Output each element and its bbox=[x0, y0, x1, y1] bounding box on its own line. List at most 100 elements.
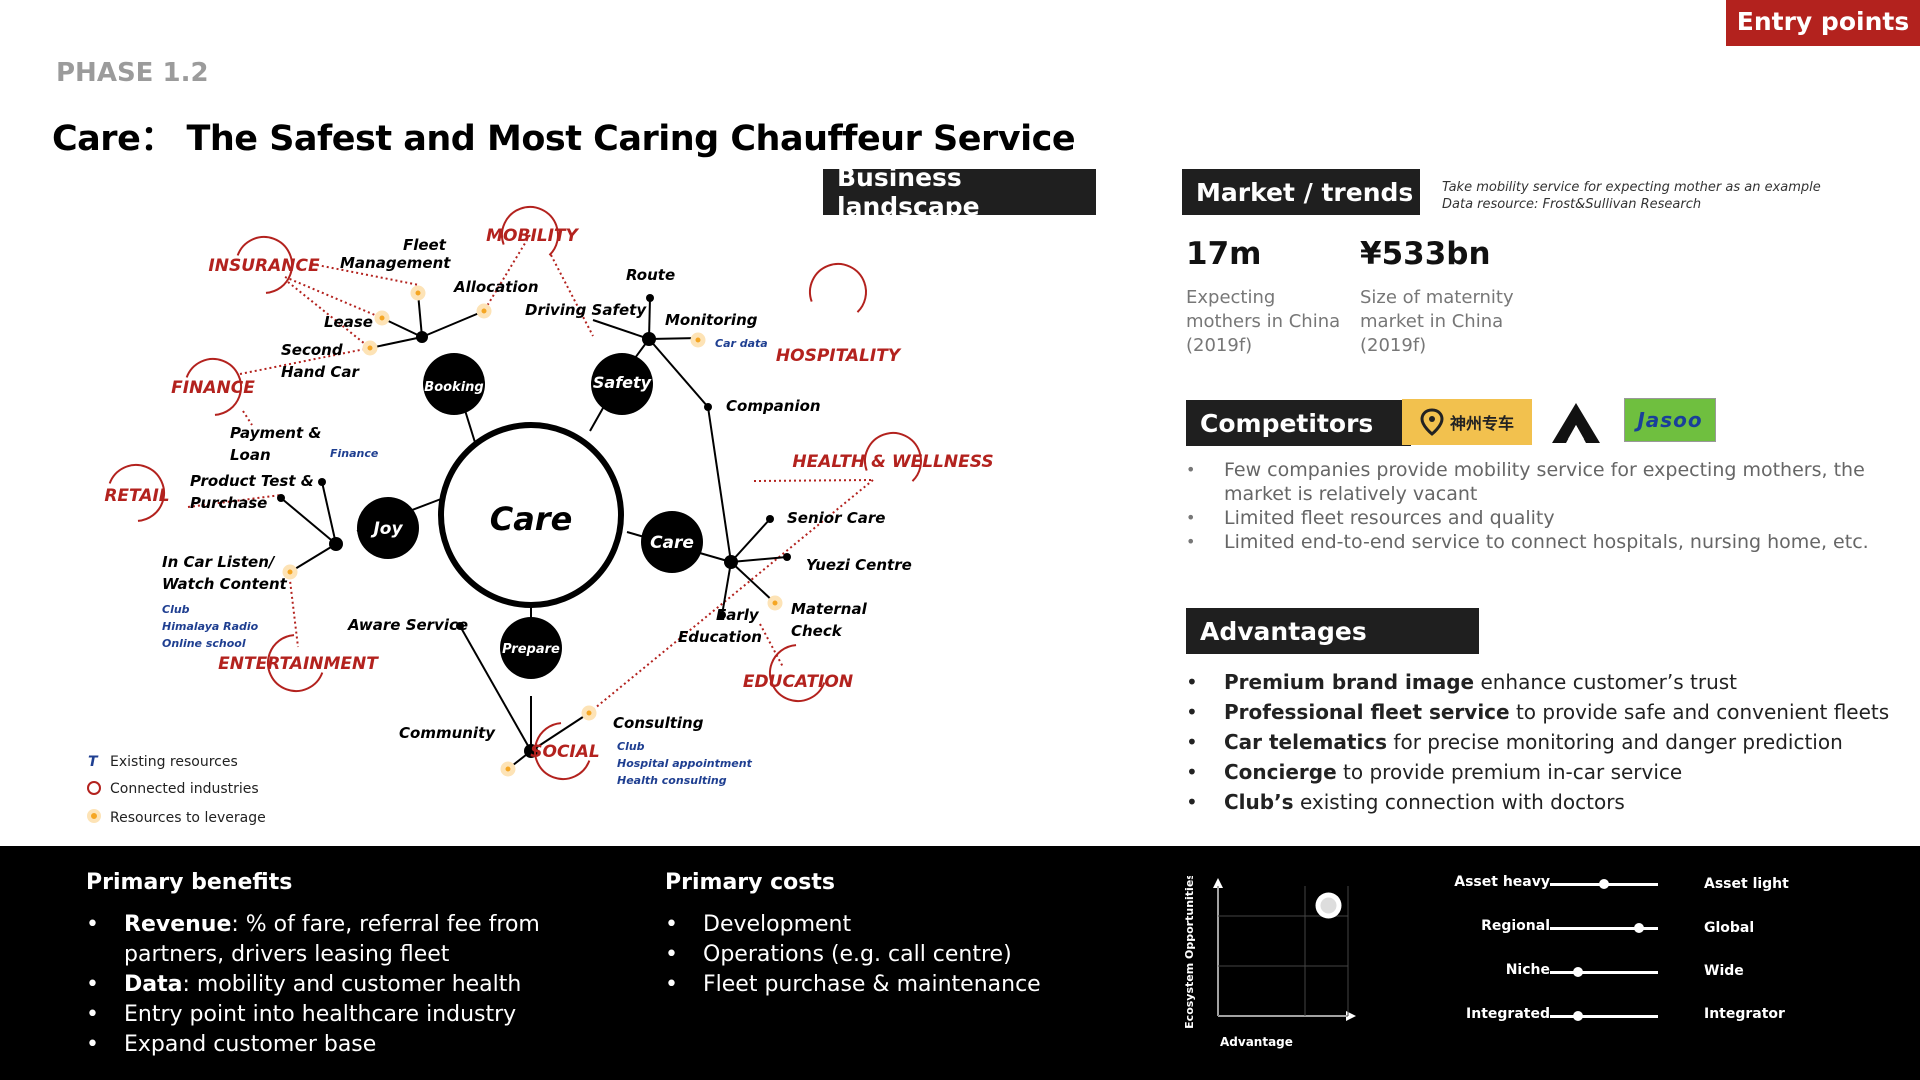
industry-education: EDUCATION bbox=[743, 672, 853, 692]
cost-point: Development bbox=[665, 910, 1085, 940]
label-payment: Payment & bbox=[230, 424, 321, 442]
legend-existing-label: Existing resources bbox=[110, 754, 238, 770]
industry-social: SOCIAL bbox=[530, 742, 600, 762]
legend: T Existing resources Connected industrie… bbox=[87, 754, 266, 826]
slider-integration: Integrated Integrator bbox=[1420, 1002, 1820, 1032]
stat-maternity-market: ¥533bn Size of maternity market in China… bbox=[1360, 236, 1514, 358]
label-community: Community bbox=[399, 724, 496, 742]
label-driving-safety: Driving Safety bbox=[525, 301, 647, 319]
phase-label: PHASE 1.2 bbox=[56, 58, 209, 88]
label-early: Early bbox=[716, 606, 760, 624]
slider-track bbox=[1550, 879, 1658, 889]
slider-reach: Niche Wide bbox=[1420, 958, 1820, 988]
business-landscape-heading: Business landscape bbox=[823, 163, 1096, 221]
leverage-nodes bbox=[282, 285, 783, 777]
advantage-point: Car telematics for precise monitoring an… bbox=[1186, 727, 1906, 757]
slider-track bbox=[1550, 923, 1658, 933]
advantage-point: Concierge to provide premium in-car serv… bbox=[1186, 757, 1906, 787]
cost-point: Fleet purchase & maintenance bbox=[665, 970, 1085, 1000]
label-purchase: Purchase bbox=[190, 494, 267, 512]
competitor-point: Limited fleet resources and quality bbox=[1186, 506, 1906, 530]
label-yuezi-centre: Yuezi Centre bbox=[806, 556, 912, 574]
industry-insurance: INSURANCE bbox=[208, 256, 320, 276]
hub-prepare bbox=[500, 617, 562, 679]
industry-hospitality: HOSPITALITY bbox=[776, 346, 902, 366]
competitor-logo-jasoo-text: Jasoo bbox=[1637, 408, 1703, 432]
benefit-text: : mobility and customer health bbox=[182, 972, 522, 997]
competitors-list: Few companies provide mobility service f… bbox=[1186, 458, 1906, 554]
benefit-text: Expand customer base bbox=[124, 1032, 377, 1057]
advantage-text: to provide premium in-car service bbox=[1336, 760, 1683, 784]
slider-left-label: Integrated bbox=[1466, 1006, 1550, 1022]
industry-connections bbox=[187, 234, 874, 714]
advantage-text: enhance customer’s trust bbox=[1474, 670, 1738, 694]
benefit-bold: Data bbox=[124, 972, 183, 997]
market-trends-heading: Market / trends bbox=[1182, 169, 1420, 215]
resource-club: Club bbox=[162, 603, 190, 616]
positioning-sliders: Asset heavy Asset light Regional Global … bbox=[1420, 870, 1820, 1070]
cost-point: Operations (e.g. call centre) bbox=[665, 940, 1085, 970]
competitor-logo-triangle-icon bbox=[1552, 403, 1600, 443]
slider-right-label: Global bbox=[1704, 920, 1755, 936]
industry-mobility: MOBILITY bbox=[486, 226, 579, 246]
legend-existing-symbol: T bbox=[88, 754, 99, 770]
resource-club-2: Club bbox=[617, 740, 645, 753]
benefit-bold: Revenue bbox=[124, 912, 232, 937]
stat-2-label-2: market in China bbox=[1360, 311, 1504, 332]
industry-finance: FINANCE bbox=[171, 378, 255, 398]
competitor-logo-shenzhou-text: 神州专车 bbox=[1449, 414, 1514, 433]
competitor-point: Limited end-to-end service to connect ho… bbox=[1186, 530, 1906, 554]
competitor-logo-jasoo: Jasoo bbox=[1624, 398, 1716, 442]
hub-joy bbox=[357, 497, 419, 559]
resource-finance: Finance bbox=[330, 447, 379, 460]
bottom-band: Primary benefits Revenue: % of fare, ref… bbox=[0, 846, 1920, 1080]
primary-benefits-heading: Primary benefits bbox=[86, 870, 293, 895]
center-label: Care bbox=[490, 500, 573, 538]
slider-knob bbox=[1573, 1011, 1584, 1021]
label-second: Second bbox=[281, 341, 343, 359]
competitors-heading: Competitors bbox=[1186, 400, 1411, 446]
stat-2-value: ¥533bn bbox=[1360, 236, 1491, 272]
benefit-point: Revenue: % of fare, referral fee from pa… bbox=[86, 910, 646, 970]
advantage-bold: Car telematics bbox=[1224, 730, 1388, 754]
matrix-position-marker-inner bbox=[1320, 897, 1337, 914]
hub-joy-label: Joy bbox=[370, 519, 403, 539]
advantage-bold: Professional fleet service bbox=[1224, 700, 1510, 724]
resource-hospital-appointment: Hospital appointment bbox=[617, 757, 753, 770]
stat-2-label-3: (2019f) bbox=[1360, 335, 1427, 356]
advantage-point: Premium brand image enhance customer’s t… bbox=[1186, 667, 1906, 697]
legend-leverage-symbol bbox=[87, 809, 101, 823]
industry-entertainment: ENTERTAINMENT bbox=[218, 654, 379, 674]
label-aware-service: Aware Service bbox=[347, 616, 468, 634]
stat-1-label-1: Expecting bbox=[1186, 287, 1276, 308]
slider-left-label: Asset heavy bbox=[1454, 874, 1550, 890]
slider-knob bbox=[1599, 879, 1609, 889]
slider-track bbox=[1550, 1011, 1658, 1021]
advantage-bold: Club’s bbox=[1224, 790, 1294, 814]
competitor-logo-shenzhou: 神州专车 bbox=[1402, 399, 1532, 445]
label-loan: Loan bbox=[230, 446, 271, 464]
slider-scope: Regional Global bbox=[1420, 914, 1820, 944]
hub-safety-label: Safety bbox=[593, 373, 652, 392]
label-education: Education bbox=[678, 628, 762, 646]
legend-connected-label: Connected industries bbox=[110, 781, 259, 797]
industry-health-wellness: HEALTH & WELLNESS bbox=[792, 452, 993, 472]
slider-right-label: Asset light bbox=[1704, 876, 1789, 892]
label-consulting: Consulting bbox=[613, 714, 704, 732]
legend-connected-symbol bbox=[87, 781, 101, 795]
matrix-y-arrow bbox=[1213, 878, 1223, 888]
market-note: Take mobility service for expecting moth… bbox=[1442, 179, 1821, 213]
competitor-point: Few companies provide mobility service f… bbox=[1186, 458, 1906, 506]
advantage-text: for precise monitoring and danger predic… bbox=[1387, 730, 1843, 754]
slider-asset: Asset heavy Asset light bbox=[1420, 870, 1820, 900]
business-landscape-diagram: Care Booking Safety Joy Care Prepare bbox=[87, 206, 994, 826]
advantage-point: Club’s existing connection with doctors bbox=[1186, 787, 1906, 817]
label-fleet: Fleet bbox=[403, 236, 447, 254]
advantages-heading: Advantages bbox=[1186, 608, 1479, 654]
primary-costs-list: Development Operations (e.g. call centre… bbox=[665, 910, 1085, 1000]
label-senior-care: Senior Care bbox=[787, 509, 885, 527]
benefit-text: : % of fare, referral fee from partners,… bbox=[124, 912, 540, 967]
entry-points-tag: Entry points bbox=[1726, 0, 1920, 46]
hub-prepare-label: Prepare bbox=[502, 642, 560, 657]
stat-1-label-2: mothers in China bbox=[1186, 311, 1341, 332]
